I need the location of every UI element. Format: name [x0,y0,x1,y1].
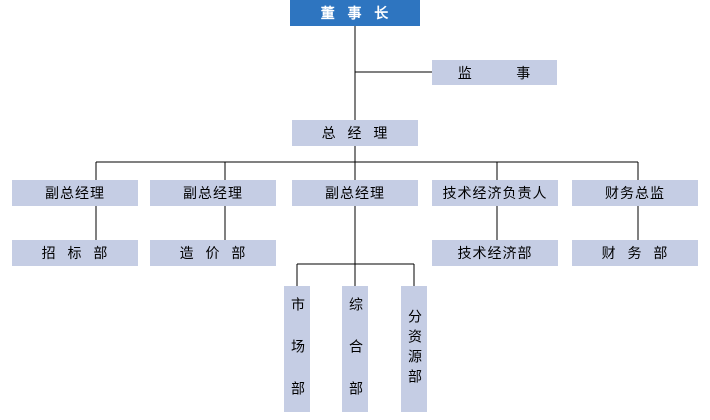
level3-label-techeco: 技术经济部 [457,246,533,262]
branch-label-resource: 分资源部 [406,309,422,389]
general-manager-label: 总 经 理 [321,126,389,142]
level3-box-techeco: 技术经济部 [432,240,558,266]
level3-label-bidding: 招 标 部 [41,246,109,262]
level3-box-finance: 财 务 部 [572,240,698,266]
level3-box-cost: 造 价 部 [150,240,276,266]
level2-box-4: 技术经济负责人 [432,180,558,206]
level2-box-2: 副总经理 [150,180,276,206]
branch-box-general: 综 合 部 [342,286,368,412]
level3-label-finance: 财 务 部 [601,246,669,262]
level3-box-bidding: 招 标 部 [12,240,138,266]
supervisor-box: 监 事 [432,60,557,85]
level3-label-cost: 造 价 部 [179,246,247,262]
level2-label-3: 副总经理 [325,186,385,202]
chairman-label: 董 事 长 [320,6,390,22]
branch-label-general: 综 合 部 [347,297,363,401]
level2-box-5: 财务总监 [572,180,698,206]
level2-label-1: 副总经理 [45,186,105,202]
level2-label-4: 技术经济负责人 [442,186,548,202]
level2-label-2: 副总经理 [183,186,243,202]
level2-label-5: 财务总监 [605,186,665,202]
branch-label-market: 市 场 部 [289,297,305,401]
level2-box-1: 副总经理 [12,180,138,206]
level2-box-3: 副总经理 [292,180,418,206]
supervisor-label: 监 事 [457,65,532,82]
branch-box-market: 市 场 部 [284,286,310,412]
branch-box-resource: 分资源部 [401,286,427,412]
chairman-box: 董 事 长 [290,0,420,26]
general-manager-box: 总 经 理 [292,120,418,146]
